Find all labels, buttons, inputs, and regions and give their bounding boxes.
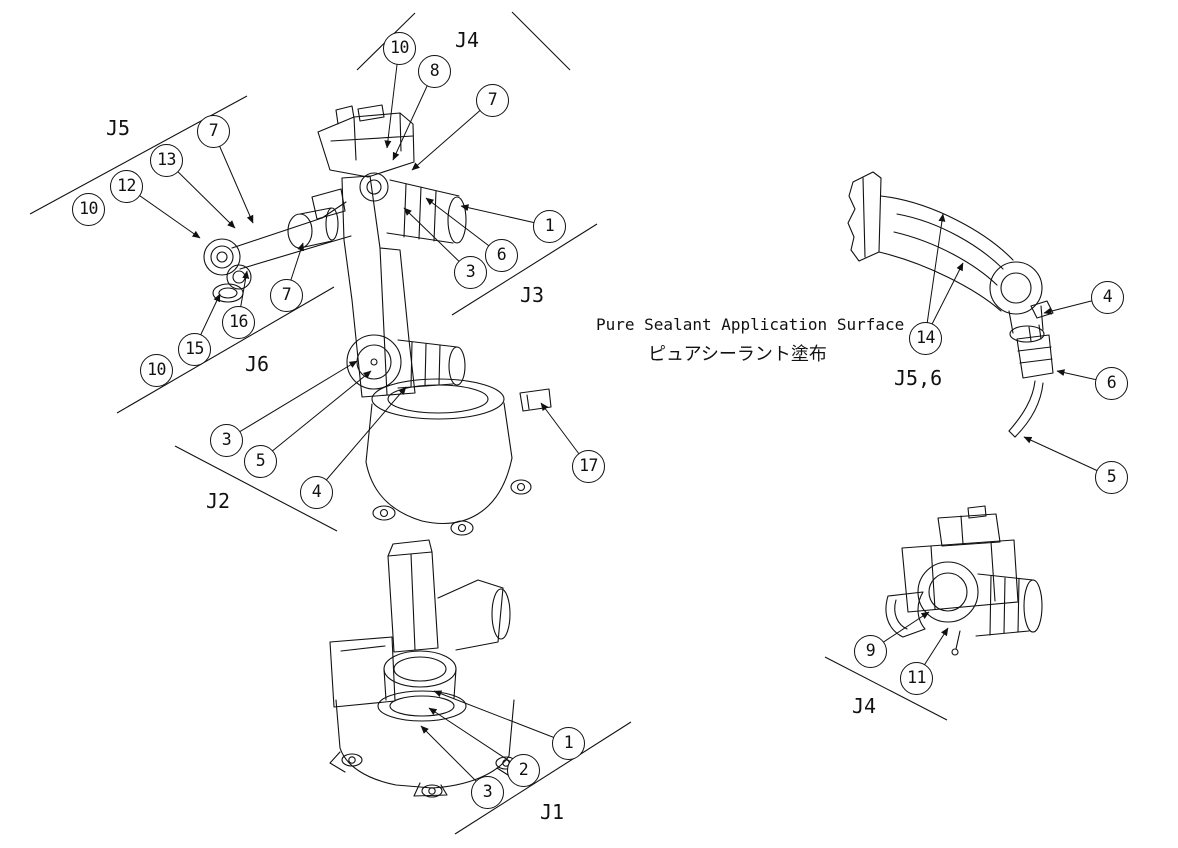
group-brackets: [29, 11, 948, 835]
callout-balloon: 15: [178, 333, 211, 366]
callout-balloon: 1: [552, 727, 585, 760]
callout-balloon: 3: [454, 256, 487, 289]
callout-balloon: 3: [471, 776, 504, 809]
base-detail-drawing: [329, 539, 519, 798]
group-label-j2: J2: [206, 489, 231, 513]
sealant-note-en: Pure Sealant Application Surface: [596, 315, 905, 334]
j4-motor-drawing: [885, 505, 1043, 656]
callout-balloon: 2: [507, 754, 540, 787]
callout-balloon: 17: [572, 450, 605, 483]
group-label-j4-bottom: J4: [852, 694, 877, 718]
callout-balloon: 4: [300, 476, 333, 509]
callout-balloon: 14: [909, 322, 942, 355]
group-label-j5-6: J5,6: [894, 366, 943, 390]
leader-lines: [125, 47, 1112, 793]
callout-balloon: 11: [900, 662, 933, 695]
group-label-j3: J3: [520, 283, 545, 307]
callout-balloon: 10: [72, 193, 105, 226]
group-label-j6: J6: [245, 352, 270, 376]
callout-balloon: 8: [418, 55, 451, 88]
callout-balloon: 4: [1091, 281, 1124, 314]
callout-balloon: 3: [210, 424, 243, 457]
callout-balloon: 13: [150, 144, 183, 177]
callout-balloon: 12: [110, 170, 143, 203]
callout-balloon: 10: [140, 354, 173, 387]
callout-balloon: 7: [476, 84, 509, 117]
callout-balloon: 6: [485, 239, 518, 272]
callout-balloon: 10: [383, 32, 416, 65]
group-label-j1: J1: [540, 800, 565, 824]
callout-balloon: 5: [1095, 461, 1128, 494]
wrist-detail-drawing: [847, 171, 1054, 438]
callout-balloon: 16: [222, 306, 255, 339]
group-label-j4-top: J4: [455, 28, 480, 52]
callout-balloon: 7: [197, 115, 230, 148]
callout-balloon: 9: [854, 635, 887, 668]
callout-balloon: 5: [244, 445, 277, 478]
callout-balloon: 7: [270, 279, 303, 312]
callout-balloon: 6: [1095, 367, 1128, 400]
callout-balloon: 1: [533, 210, 566, 243]
sealant-note-ja: ピュアシーラント塗布: [648, 344, 827, 365]
group-label-j5: J5: [106, 116, 131, 140]
